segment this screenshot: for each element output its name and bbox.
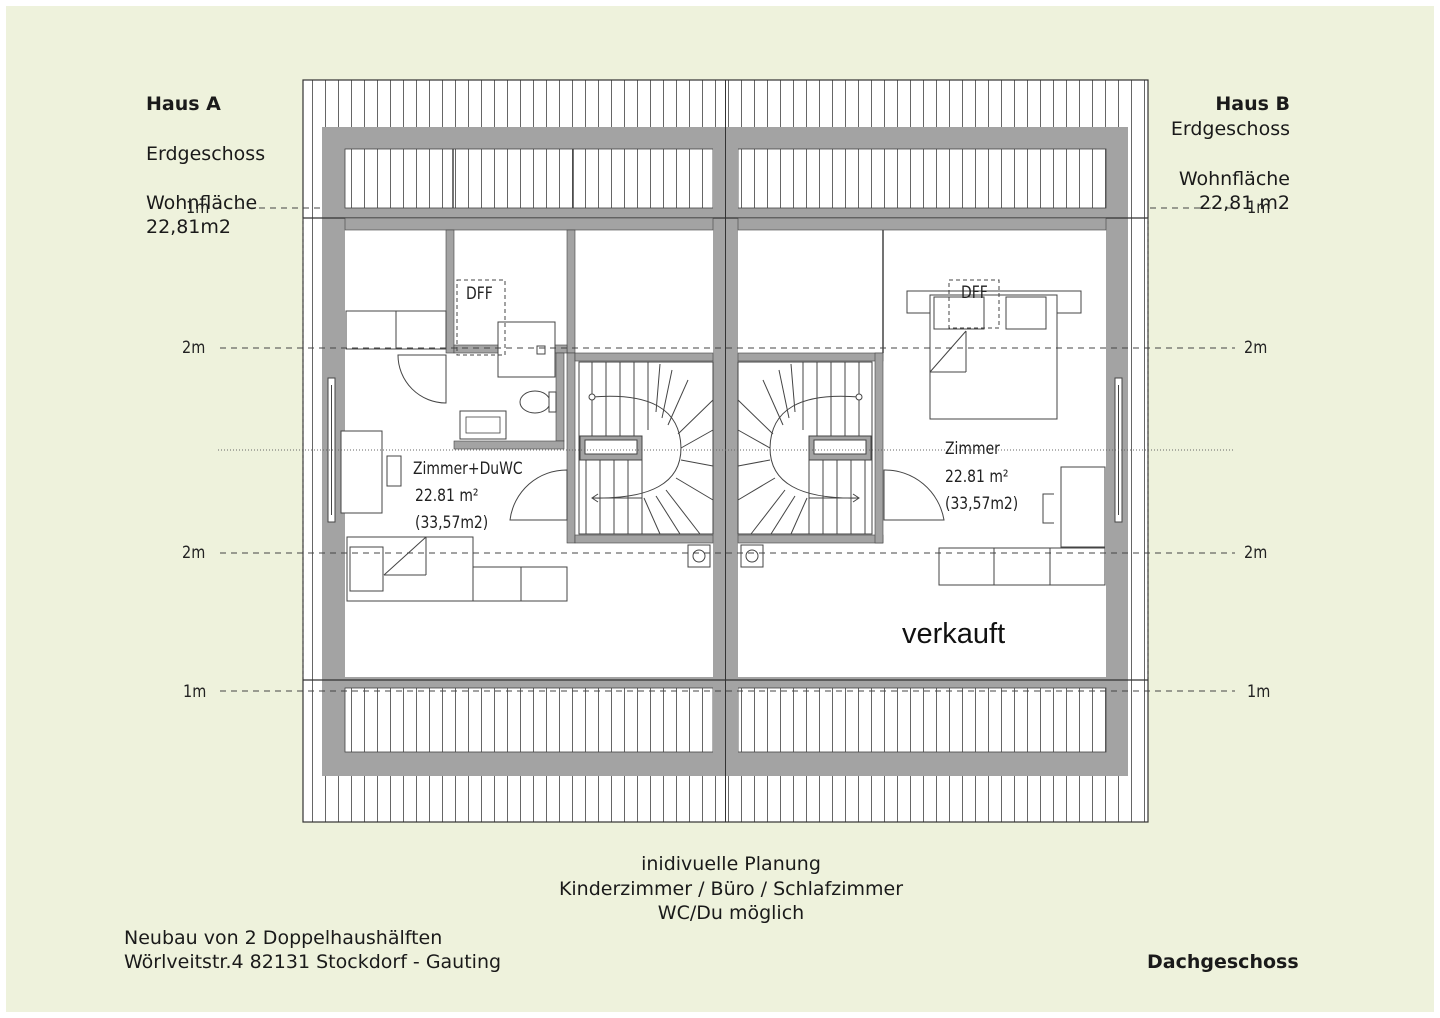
desk-b	[1060, 466, 1106, 548]
bottom-knee-wall-b	[737, 687, 1107, 753]
note-line-3: WC/Du möglich	[657, 902, 805, 924]
skylight-label-b: DFF	[961, 283, 988, 303]
sideboard-a	[472, 566, 568, 602]
top-knee-wall-b	[737, 148, 1107, 209]
note-line-1: inidivuelle Planung	[641, 853, 821, 875]
house-a-area-value: 22,81m2	[146, 216, 231, 238]
note-line-2: Kinderzimmer / Büro / Schlafzimmer	[558, 878, 904, 900]
house-b-title: Haus B	[1215, 93, 1290, 115]
project-line-1: Neubau von 2 Doppelhaushälften	[124, 927, 443, 949]
house-b-floor: Erdgeschoss	[1170, 118, 1290, 140]
desk-a	[340, 430, 383, 514]
room-b-name: Zimmer	[945, 439, 1000, 459]
blanket-fold-a	[383, 536, 427, 576]
bath-door-a	[397, 354, 447, 404]
height-label-lower-left: 2m	[182, 543, 206, 563]
chimney-flue-a	[692, 549, 706, 563]
washbasin-bowl-a	[465, 416, 501, 434]
house-a-title: Haus A	[146, 93, 221, 115]
room-a-area-gross: (33,57m2)	[415, 513, 489, 533]
skylight-a	[456, 279, 506, 356]
height-label-upper-left: 2m	[182, 338, 206, 358]
staircase-b	[737, 361, 873, 535]
shower-drain-a	[536, 345, 546, 355]
sideboard-b	[938, 547, 1106, 586]
skylight-b	[948, 279, 1000, 329]
height-label-top-right: 1m	[1247, 198, 1271, 218]
stair-rail-post	[855, 393, 863, 401]
house-a-floor: Erdgeschoss	[146, 143, 266, 165]
house-a-area-label: Wohnfläche	[146, 192, 258, 214]
chimney-flue-b	[745, 549, 759, 563]
house-b-walls	[737, 217, 1107, 544]
pillow-b	[1005, 296, 1047, 330]
chair-a	[386, 455, 402, 487]
room-door-b	[883, 469, 945, 521]
room-a-area: 22.81 m²	[415, 486, 479, 506]
bottom-knee-wall-a	[344, 687, 714, 753]
room-b-area-gross: (33,57m2)	[945, 494, 1019, 514]
pillow-a	[349, 546, 384, 592]
skylight-label-a: DFF	[466, 284, 493, 304]
project-line-2: Wörlveitstr.4 82131 Stockdorf - Gauting	[124, 951, 502, 973]
staircase-a	[578, 361, 714, 535]
house-b-area-value: 22,81 m2	[1198, 192, 1290, 214]
height-label-lower-right: 2m	[1244, 543, 1268, 563]
height-lines	[215, 207, 1235, 692]
chair-b	[1042, 493, 1054, 524]
blanket-fold-b	[929, 330, 967, 373]
height-label-bottom-right: 1m	[1247, 682, 1271, 702]
pillow-b	[933, 296, 985, 330]
room-door-a	[509, 469, 568, 521]
house-b-area-label: Wohnfläche	[1178, 168, 1290, 190]
height-label-upper-right: 2m	[1244, 338, 1268, 358]
stair-rail-post	[588, 393, 596, 401]
room-a-name: Zimmer+DuWC	[413, 459, 523, 479]
top-knee-wall-a	[344, 148, 714, 209]
sold-label: verkauft	[902, 618, 1006, 650]
floor-name: Dachgeschoss	[1147, 951, 1299, 973]
room-b-area: 22.81 m²	[945, 467, 1009, 487]
height-label-top-left: 1m	[186, 198, 210, 218]
toilet-tank-a	[548, 391, 557, 413]
shower-tray-a	[497, 321, 556, 378]
toilet-a	[519, 390, 551, 414]
height-label-bottom-left: 1m	[183, 682, 207, 702]
